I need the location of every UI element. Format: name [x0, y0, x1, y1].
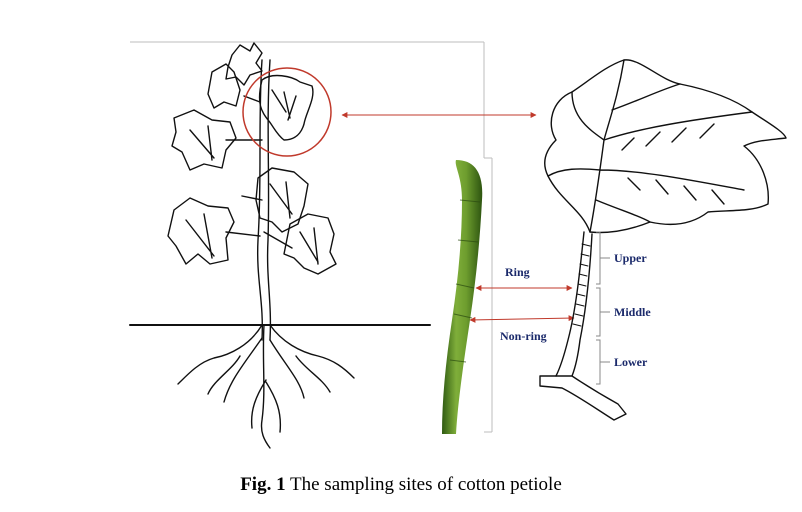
non-ring-label: Non-ring	[500, 329, 547, 343]
enlarged-leaf	[544, 59, 787, 234]
plant-leaf	[255, 167, 309, 233]
highlight-circle	[242, 67, 332, 157]
segment-bracket	[596, 231, 610, 385]
enlarged-stem-base	[539, 375, 627, 421]
plant-leaf	[171, 109, 237, 171]
enlarged-leaf-drawing	[539, 59, 787, 421]
leaf-veins	[547, 59, 753, 233]
plant-leaf	[167, 197, 235, 265]
figure-caption: Fig. 1 The sampling sites of cotton peti…	[0, 474, 802, 496]
plant-leaf	[207, 63, 241, 109]
lower-label: Lower	[614, 355, 648, 369]
ring-label: Ring	[505, 265, 530, 279]
plant-leaf	[258, 74, 314, 141]
figure-number: Fig. 1	[240, 474, 286, 495]
plant-roots	[177, 324, 355, 449]
cotton-plant-drawing	[129, 42, 431, 449]
middle-label: Middle	[614, 305, 651, 319]
upper-label: Upper	[614, 251, 647, 265]
enlarged-petiole	[555, 231, 593, 377]
petiole-photo	[442, 160, 483, 434]
panel-frame	[130, 41, 493, 433]
figure-caption-text: The sampling sites of cotton petiole	[290, 474, 562, 495]
non-ring-arrow	[469, 315, 575, 323]
plant-leaf	[225, 42, 263, 86]
plant-leaf	[283, 213, 337, 275]
leaf-stalks	[225, 95, 293, 249]
plant-stem	[256, 59, 272, 341]
